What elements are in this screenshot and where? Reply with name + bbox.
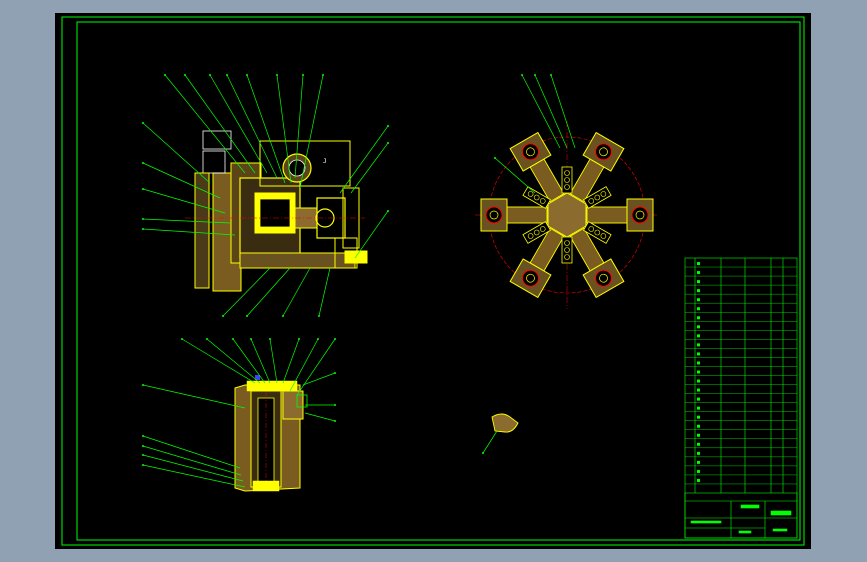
- section-mark: J: [323, 158, 327, 165]
- leader-dots-front: [142, 74, 389, 317]
- parts-list-rows: [685, 262, 797, 485]
- parts-list-row-text: [697, 388, 700, 392]
- parts-list-row-text: [697, 460, 700, 464]
- cad-drawing-canvas: J: [61, 16, 805, 546]
- parts-list-row-text: [697, 406, 700, 410]
- inner-border: [76, 21, 801, 541]
- parts-list-row-text: [697, 379, 700, 383]
- parts-list-row-text: [697, 478, 700, 482]
- lower-section-view: [234, 375, 308, 492]
- parts-list-row-text: [697, 298, 700, 302]
- parts-list-row-text: [697, 343, 700, 347]
- parts-list-row-text: [697, 424, 700, 428]
- outer-border: [61, 16, 805, 546]
- parts-list-row-text: [697, 469, 700, 473]
- drawing-sheet: J: [55, 13, 811, 549]
- title-block: [684, 492, 798, 539]
- leaders-top: [494, 74, 576, 194]
- top-view: [475, 121, 659, 309]
- parts-list-row-text: [697, 397, 700, 401]
- leaders-front: [142, 74, 389, 317]
- front-section-view: J: [185, 130, 368, 292]
- parts-list-row-text: [697, 451, 700, 455]
- parts-list-row-text: [697, 280, 700, 284]
- parts-list-row-text: [697, 316, 700, 320]
- parts-list-row-text: [697, 415, 700, 419]
- parts-list-row-text: [697, 433, 700, 437]
- leader-dots-lower: [142, 338, 336, 466]
- parts-list-row-text: [697, 262, 700, 266]
- parts-list-row-text: [697, 325, 700, 329]
- detail-view: [482, 413, 519, 454]
- parts-list-row-text: [697, 352, 700, 356]
- leaders-lower: [142, 338, 336, 488]
- parts-list-row-text: [697, 271, 700, 275]
- parts-list-row-text: [697, 361, 700, 365]
- parts-list-row-text: [697, 289, 700, 293]
- parts-list-table: [684, 257, 798, 539]
- parts-list-row-text: [697, 442, 700, 446]
- leader-dots-top: [494, 74, 552, 159]
- parts-list-row-text: [697, 307, 700, 311]
- parts-list-row-text: [697, 334, 700, 338]
- parts-list-row-text: [697, 370, 700, 374]
